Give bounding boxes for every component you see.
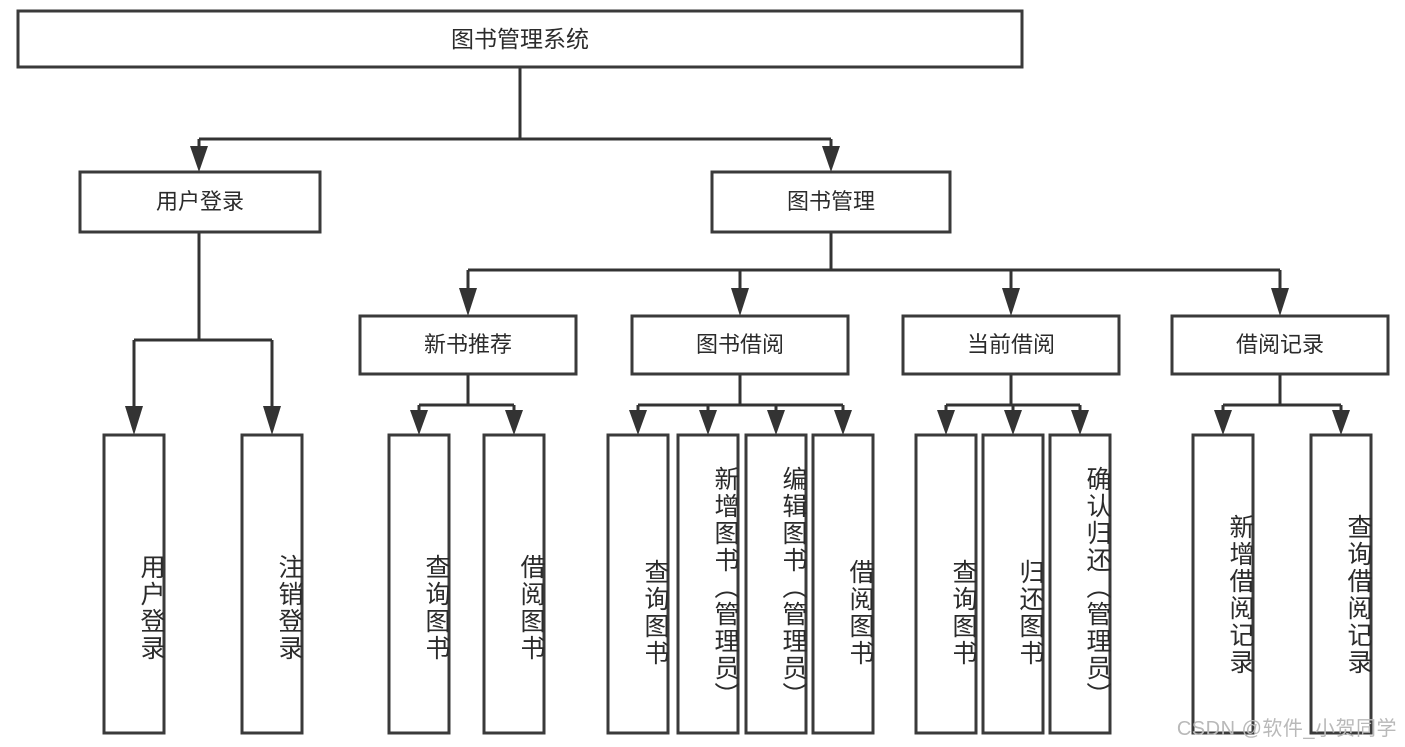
node-new-book-recommend-label: 新书推荐 [424, 332, 512, 357]
node-root[interactable]: 图书管理系统 [16, 9, 1024, 69]
leaf-box-query-record[interactable] [1309, 433, 1373, 735]
arrow-bm-to-current-borrow [1002, 288, 1020, 316]
node-borrow-record-label: 借阅记录 [1236, 332, 1324, 357]
connector-group [125, 67, 1350, 435]
node-current-borrow[interactable]: 当前借阅 [901, 314, 1121, 376]
leaf-box-add-record[interactable] [1191, 433, 1255, 735]
arrow-nbr-leaf2 [505, 410, 523, 435]
arrow-bm-to-book-borrow [731, 288, 749, 316]
leaf-box-return-book[interactable] [981, 433, 1045, 735]
node-borrow-record[interactable]: 借阅记录 [1170, 314, 1390, 376]
node-new-book-recommend[interactable]: 新书推荐 [358, 314, 578, 376]
leaf-box-logout[interactable] [240, 433, 304, 735]
node-current-borrow-label: 当前借阅 [967, 332, 1055, 357]
node-borrow-record-box[interactable] [1170, 314, 1390, 376]
node-book-borrow-label: 图书借阅 [696, 332, 784, 357]
leaf-box-confirm-return[interactable] [1048, 433, 1112, 735]
arrow-bb-leaf1 [629, 410, 647, 435]
leaf-box-edit-book[interactable] [744, 433, 808, 735]
node-user-login-box[interactable] [78, 170, 322, 234]
node-root-box[interactable] [16, 9, 1024, 69]
arrow-bb-leaf3 [767, 410, 785, 435]
node-root-label: 图书管理系统 [451, 26, 589, 52]
arrow-root-to-book-management [822, 146, 840, 172]
node-user-login[interactable]: 用户登录 [78, 170, 322, 234]
leaf-box-borrow-book-2[interactable] [811, 433, 875, 735]
arrow-cb-leaf1 [937, 410, 955, 435]
arrow-user-login-leaf2 [263, 406, 281, 435]
node-book-management-box[interactable] [710, 170, 952, 234]
node-current-borrow-box[interactable] [901, 314, 1121, 376]
arrow-cb-leaf3 [1071, 410, 1089, 435]
leaf-box-borrow-book-1[interactable] [482, 433, 546, 735]
node-book-borrow-box[interactable] [630, 314, 850, 376]
node-book-borrow[interactable]: 图书借阅 [630, 314, 850, 376]
leaf-box-add-book[interactable] [676, 433, 740, 735]
arrow-br-leaf1 [1214, 410, 1232, 435]
arrow-br-leaf2 [1332, 410, 1350, 435]
node-book-management-label: 图书管理 [787, 189, 875, 214]
arrow-bb-leaf4 [834, 410, 852, 435]
arrow-bm-to-borrow-record [1271, 288, 1289, 316]
arrow-nbr-leaf1 [410, 410, 428, 435]
arrow-user-login-leaf1 [125, 406, 143, 435]
leaf-box-user-login[interactable] [102, 433, 166, 735]
node-new-book-recommend-box[interactable] [358, 314, 578, 376]
leaf-box-group [102, 433, 1373, 735]
arrow-bb-leaf2 [699, 410, 717, 435]
node-user-login-label: 用户登录 [156, 189, 244, 214]
arrow-root-to-user-login [190, 146, 208, 172]
arrow-bm-to-new-book [459, 288, 477, 316]
arrow-cb-leaf2 [1004, 410, 1022, 435]
leaf-box-query-book-2[interactable] [606, 433, 670, 735]
node-book-management[interactable]: 图书管理 [710, 170, 952, 234]
csdn-watermark: CSDN @软件_小贺同学 [1176, 718, 1397, 740]
leaf-box-query-book-3[interactable] [914, 433, 978, 735]
leaf-box-query-book-1[interactable] [387, 433, 451, 735]
